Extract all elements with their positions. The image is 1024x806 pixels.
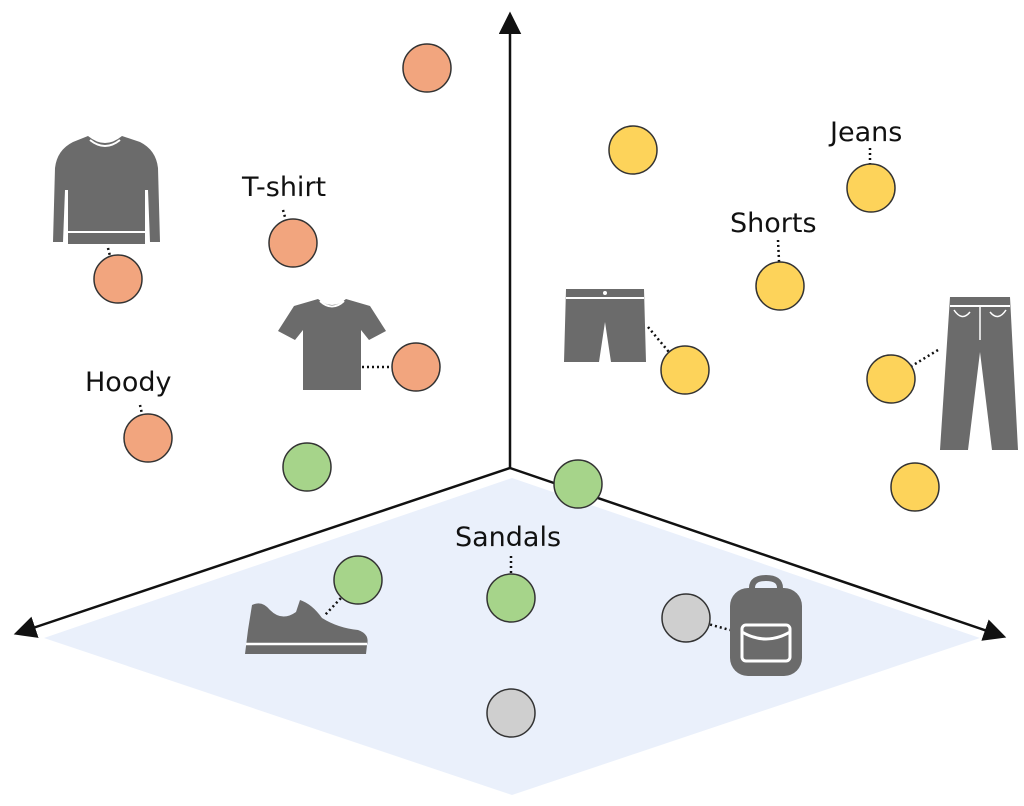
leader-jeans-icon [891,348,939,380]
label-tshirt: T-shirt [241,172,326,203]
point-sneaker [333,555,383,605]
point-backpack [661,593,711,643]
sweatshirt-icon [53,136,160,244]
point-tshirt [268,218,318,268]
point-bottoms-2 [890,462,940,512]
shorts-icon [564,289,646,362]
point-shorts-icon [660,345,710,395]
label-hoody: Hoody [85,367,171,398]
label-sandals: Sandals [455,522,561,553]
floor-plane [44,478,980,795]
point-tops-1 [402,43,452,93]
backpack-icon [730,574,802,676]
label-jeans: Jeans [828,117,902,148]
point-jeans [846,163,896,213]
point-footwear-1 [282,442,332,492]
point-bottoms-1 [608,125,658,175]
point-accessories-1 [486,688,536,738]
point-sweatshirt [93,254,143,304]
tshirt-icon [278,299,386,390]
label-shorts: Shorts [730,208,817,239]
point-tshirt-icon [391,342,441,392]
point-shorts [755,261,805,311]
point-hoody [123,413,173,463]
point-jeans-icon [866,354,916,404]
point-sandals [486,573,536,623]
x-axis [13,466,511,638]
leader-sneaker [324,579,359,616]
sneaker-icon [245,600,368,654]
jeans-icon [940,297,1018,450]
point-footwear-2 [553,459,603,509]
